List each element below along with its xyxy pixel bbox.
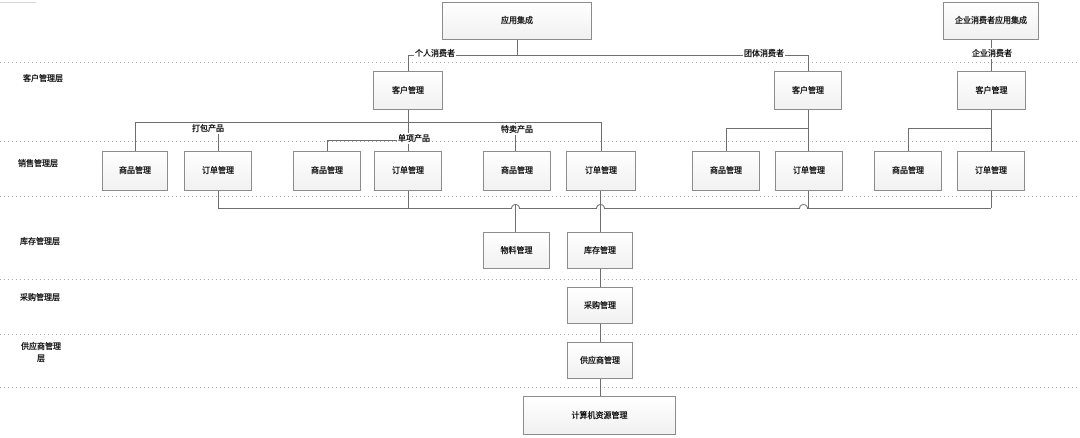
node-product-mgmt-4[interactable]: 商品管理 bbox=[692, 151, 760, 191]
lane-divider bbox=[0, 387, 1080, 388]
connector-line bbox=[908, 128, 909, 151]
connector-line bbox=[991, 191, 992, 208]
lane-label-supplier-management-layer: 供应商管理层 bbox=[21, 342, 61, 363]
lane-divider bbox=[0, 334, 1080, 335]
edge-label-enterprise-consumer: 企业消费者 bbox=[971, 48, 1013, 59]
node-product-mgmt-5[interactable]: 商品管理 bbox=[874, 151, 942, 191]
connector-line bbox=[408, 55, 808, 56]
connector-line bbox=[218, 191, 219, 208]
lane-divider bbox=[0, 196, 1080, 197]
connector-line bbox=[808, 191, 809, 208]
node-supplier-mgmt[interactable]: 供应商管理 bbox=[567, 342, 633, 379]
connector-line bbox=[135, 122, 601, 123]
node-order-mgmt-4[interactable]: 订单管理 bbox=[775, 151, 843, 191]
node-customer-mgmt-3[interactable]: 客户管理 bbox=[957, 71, 1026, 110]
connector-line bbox=[908, 128, 991, 129]
node-product-mgmt-3[interactable]: 商品管理 bbox=[483, 151, 551, 191]
connector-line bbox=[408, 110, 409, 151]
edge-label-bundled-product: 打包产品 bbox=[191, 123, 225, 134]
connector-line bbox=[726, 128, 727, 151]
connector-line bbox=[408, 55, 409, 71]
node-customer-mgmt-1[interactable]: 客户管理 bbox=[373, 71, 443, 110]
node-product-mgmt-2[interactable]: 商品管理 bbox=[293, 151, 361, 191]
node-order-mgmt-3[interactable]: 订单管理 bbox=[566, 151, 636, 191]
edge-label-single-product: 单项产品 bbox=[397, 133, 431, 144]
node-order-mgmt-5[interactable]: 订单管理 bbox=[957, 151, 1025, 191]
node-material-mgmt[interactable]: 物料管理 bbox=[483, 232, 550, 269]
node-order-mgmt-1[interactable]: 订单管理 bbox=[184, 151, 252, 191]
connector-line bbox=[408, 191, 409, 208]
connector-line bbox=[515, 122, 516, 151]
connector-line bbox=[600, 191, 601, 232]
lane-label-customer-management-layer: 客户管理层 bbox=[23, 74, 63, 83]
connector-line bbox=[327, 140, 328, 151]
lane-divider bbox=[0, 62, 1080, 63]
connector-line bbox=[601, 122, 602, 151]
connector-line bbox=[726, 128, 808, 129]
connector-line bbox=[327, 140, 408, 141]
connector-line bbox=[600, 269, 601, 287]
line-jump-arc bbox=[799, 204, 808, 209]
node-inventory-mgmt[interactable]: 库存管理 bbox=[567, 232, 633, 269]
node-order-mgmt-2[interactable]: 订单管理 bbox=[374, 151, 442, 191]
node-customer-mgmt-2[interactable]: 客户管理 bbox=[774, 71, 842, 110]
node-enterprise-app-integration[interactable]: 企业消费者应用集成 bbox=[943, 2, 1039, 40]
connector-line bbox=[600, 379, 601, 396]
lane-label-purchasing-management-layer: 采购管理层 bbox=[20, 293, 60, 302]
edge-label-personal-consumer: 个人消费者 bbox=[414, 48, 456, 59]
node-product-mgmt-1[interactable]: 商品管理 bbox=[102, 151, 168, 191]
connector-line bbox=[218, 122, 219, 151]
connector-line bbox=[808, 110, 809, 151]
connector-line bbox=[808, 55, 809, 71]
lane-label-sales-management-layer: 销售管理层 bbox=[18, 159, 58, 168]
edge-label-group-consumer: 团体消费者 bbox=[743, 48, 785, 59]
connector-line bbox=[991, 110, 992, 151]
connector-line bbox=[600, 324, 601, 342]
node-computer-resource-mgmt[interactable]: 计算机资源管理 bbox=[523, 396, 676, 435]
canvas-edge-line bbox=[0, 2, 36, 3]
node-app-integration[interactable]: 应用集成 bbox=[442, 2, 592, 40]
lane-divider bbox=[0, 141, 1080, 142]
connector-line bbox=[135, 122, 136, 151]
node-purchase-mgmt[interactable]: 采购管理 bbox=[567, 287, 633, 324]
connector-line bbox=[517, 40, 518, 55]
edge-label-special-product: 特卖产品 bbox=[500, 124, 534, 135]
connector-line bbox=[515, 205, 516, 232]
lane-divider bbox=[0, 279, 1080, 280]
lane-label-inventory-management-layer: 库存管理层 bbox=[20, 237, 60, 246]
